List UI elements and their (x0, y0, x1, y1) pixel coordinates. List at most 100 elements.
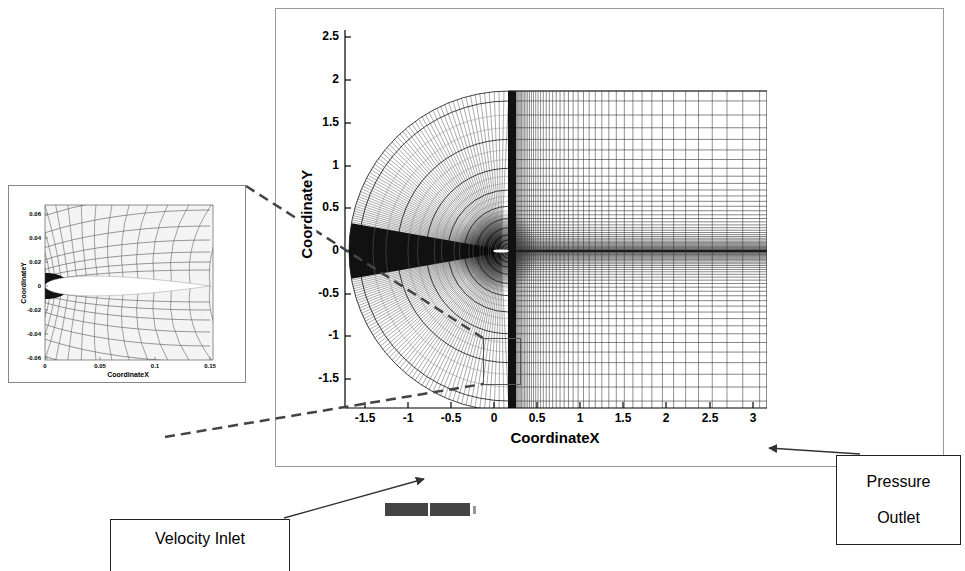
mesh-line (519, 91, 520, 408)
tick (45, 262, 48, 263)
tick-label: -0.5 (440, 412, 463, 425)
tick (345, 165, 351, 166)
mesh-line (509, 255, 767, 256)
mesh-arc (464, 206, 509, 296)
mesh-line (685, 91, 686, 408)
mesh-line (543, 91, 544, 408)
mesh-line (509, 269, 767, 270)
mesh-line (509, 252, 767, 253)
mesh-line (45, 205, 61, 278)
mesh-line (509, 318, 767, 319)
mesh-line (509, 287, 767, 288)
mesh-line (509, 401, 767, 402)
mesh-line (81, 296, 86, 360)
mesh-line (509, 227, 767, 228)
mesh-line (45, 294, 61, 360)
mesh-line (509, 114, 767, 115)
callout-text: Velocity Inlet (155, 529, 245, 549)
tick-label: 1 (576, 412, 585, 425)
zoom-region (484, 339, 521, 385)
y-axis (344, 30, 345, 408)
mesh-line (509, 210, 767, 211)
tick (450, 402, 451, 408)
mesh-line (509, 387, 767, 388)
mesh-line (578, 91, 579, 408)
tick (210, 357, 211, 360)
airfoil (45, 276, 210, 296)
mesh-line (509, 258, 767, 259)
tick-label: 0.02 (28, 259, 42, 266)
mesh-line (662, 91, 663, 408)
mesh-arc (45, 205, 210, 360)
scale-bar (385, 503, 428, 516)
tick (100, 357, 101, 360)
mesh-line (516, 91, 517, 408)
mesh-line (189, 205, 211, 283)
scale-bar (473, 506, 476, 514)
mesh-line (509, 100, 767, 101)
tick (45, 214, 48, 215)
mesh-line (517, 91, 518, 408)
cfd-mesh (349, 91, 767, 408)
mesh-line (81, 205, 86, 276)
mesh-line (509, 249, 767, 250)
tick (622, 402, 623, 408)
mesh-line (509, 236, 767, 237)
mesh-line (107, 296, 112, 360)
tick-label: 0 (37, 283, 42, 290)
mesh-arc (45, 262, 210, 310)
mesh-line (509, 230, 767, 231)
mesh-line (673, 91, 674, 408)
mesh-arc (459, 201, 509, 300)
callout-box: Velocity Inlet (110, 519, 290, 571)
mesh-arc (45, 210, 210, 360)
inset-mesh (45, 205, 213, 360)
mesh-line (509, 224, 767, 225)
mesh-line (56, 295, 68, 360)
scale-bar (430, 503, 470, 516)
mesh-line (509, 300, 767, 301)
mesh-line (45, 205, 48, 283)
mesh-line (509, 242, 767, 243)
mesh-line (568, 91, 569, 408)
mesh-line (107, 205, 112, 276)
tick-label: 1.5 (321, 116, 340, 129)
mesh-line (595, 91, 596, 408)
mesh-line (137, 205, 148, 278)
mesh-line (509, 221, 767, 222)
plot-axes (345, 30, 767, 408)
plot-frame (276, 9, 944, 467)
mesh-line (509, 352, 767, 353)
mesh-line (509, 256, 767, 257)
tick-label: 1.5 (614, 412, 633, 425)
tick-label: 3 (749, 412, 758, 425)
mesh-line (573, 91, 574, 408)
mesh-arc (477, 219, 510, 284)
tick-label: 0 (331, 244, 340, 257)
mesh-line (624, 91, 625, 408)
tick (45, 238, 48, 239)
mesh-arc (45, 270, 210, 302)
mesh-line (56, 205, 68, 277)
tick-label: 0.06 (28, 211, 42, 218)
tick (45, 310, 48, 311)
mesh-line (549, 91, 550, 408)
mesh-line (712, 91, 713, 408)
mesh-line (531, 91, 532, 408)
tick (345, 293, 351, 294)
tick-label: 0.04 (28, 235, 42, 242)
mesh-line (651, 91, 652, 408)
mesh-line (509, 214, 767, 215)
mesh-line (521, 91, 522, 408)
mesh-line (45, 292, 55, 360)
tick-label: 2 (662, 412, 671, 425)
mesh-arc (386, 128, 509, 374)
mesh-line (509, 149, 767, 150)
mesh-line (509, 189, 767, 190)
mesh-line (509, 168, 767, 169)
mesh-arc (493, 235, 509, 268)
mesh-line (509, 291, 767, 292)
mesh-line (509, 250, 767, 251)
tick (364, 402, 365, 408)
mesh-arc (488, 230, 509, 272)
